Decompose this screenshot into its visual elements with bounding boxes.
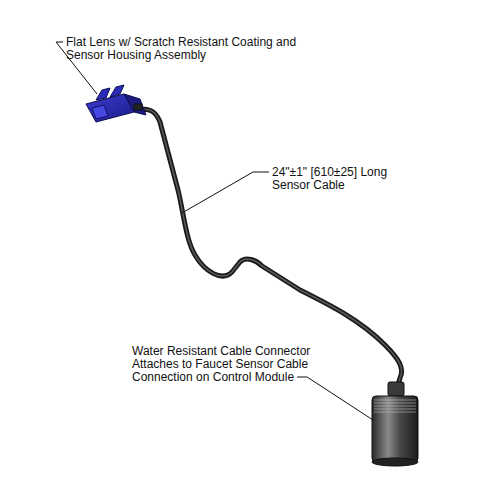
part-label: Water Resistant Cable Connector Attaches… — [132, 345, 322, 384]
thread-line — [374, 412, 416, 413]
thread-line — [374, 400, 416, 401]
leader-line — [182, 172, 269, 213]
leader-line — [297, 377, 373, 420]
thread-line — [374, 403, 416, 404]
cable-connector — [372, 382, 418, 466]
thread-line — [374, 409, 416, 410]
part-label: 24"±1" [610±25] Long Sensor Cable — [272, 166, 412, 192]
part-label: Flat Lens w/ Scratch Resistant Coating a… — [66, 36, 298, 62]
thread-line — [374, 406, 416, 407]
sensor-housing — [86, 85, 146, 122]
